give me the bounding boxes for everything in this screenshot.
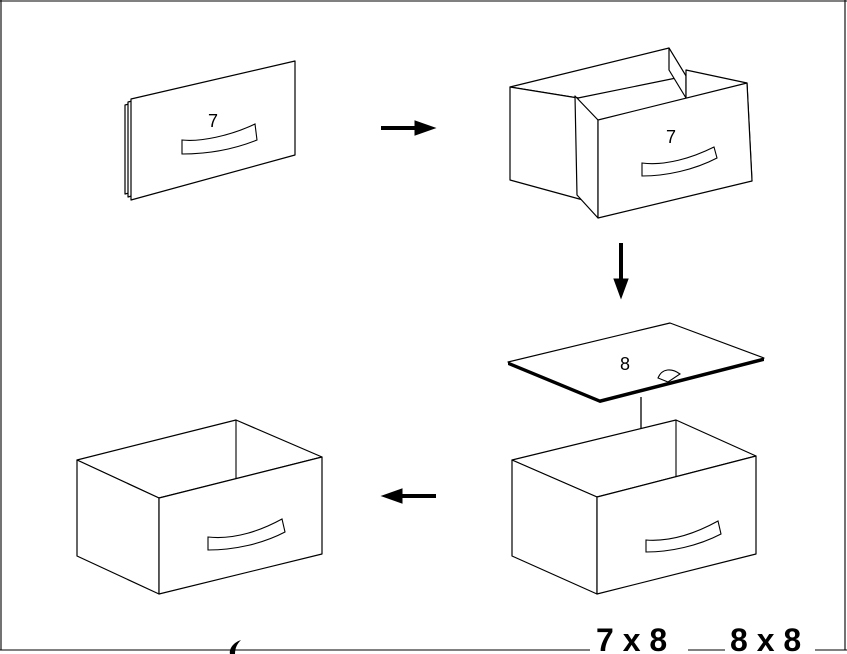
step2-handle: [641, 146, 718, 177]
step1-panel-number: 7: [208, 111, 218, 131]
step1-handle: [181, 123, 258, 155]
step4-assembled-box: [511, 419, 757, 595]
step3-bottom-panel: 8: [507, 322, 765, 403]
arrow-down: [613, 243, 629, 300]
crescent-mark: [229, 640, 241, 654]
arrow-left: [380, 488, 436, 504]
step4-handle: [645, 520, 722, 553]
step3-pull-tab: [657, 369, 681, 383]
step5-handle: [207, 518, 286, 551]
step1-front-panel: 7: [124, 60, 296, 201]
step5-finished-drawer: [76, 419, 323, 595]
arrow-right: [381, 120, 437, 136]
footer-code-2: 8 x 8: [730, 622, 801, 654]
step2-box-partial: 7: [509, 47, 753, 219]
step2-panel-number: 7: [666, 127, 676, 147]
footer-code-1: 7 x 8: [596, 622, 667, 654]
step3-panel-number: 8: [620, 354, 630, 374]
